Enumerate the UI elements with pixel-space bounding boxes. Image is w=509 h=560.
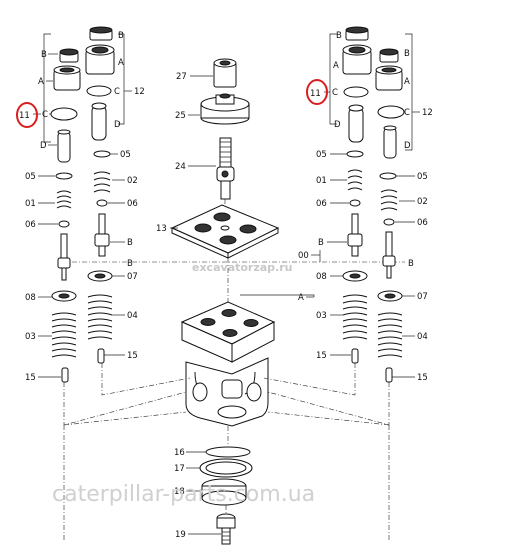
callout-lm-b2: B	[127, 259, 133, 269]
callout-left2-c: C	[114, 87, 120, 97]
part-24-joint	[216, 137, 235, 200]
left-middle-parts	[51, 150, 113, 383]
callout-25: 25	[175, 111, 186, 121]
callout-17: 17	[174, 464, 185, 474]
callout-left-c: C	[42, 110, 48, 120]
callout-24: 24	[175, 162, 186, 172]
left-second-stack	[85, 26, 115, 141]
callout-center-a: A	[298, 293, 304, 303]
highlight-circle-right-11	[306, 79, 328, 105]
callout-right-a: A	[333, 61, 339, 71]
callout-right2-d: D	[404, 141, 411, 151]
pump-body-housing	[180, 301, 276, 427]
callout-rm-15b: 15	[417, 373, 428, 383]
callout-left-12: 12	[134, 87, 145, 97]
left-upper-assembly	[50, 48, 81, 163]
right-second-stack	[375, 48, 405, 159]
callout-rm-15a: 15	[316, 351, 327, 361]
callout-lm-08: 08	[25, 293, 36, 303]
callout-lm-07: 07	[127, 272, 138, 282]
callout-lm-03: 03	[25, 332, 36, 342]
highlight-circle-left-11	[16, 102, 38, 128]
right-upper-assembly	[342, 26, 372, 143]
callout-rm-02: 02	[417, 197, 428, 207]
callout-right-c: C	[332, 88, 338, 98]
callout-13: 13	[156, 224, 167, 234]
callout-left-d: D	[40, 141, 47, 151]
callout-rm-07: 07	[417, 292, 428, 302]
callout-right-12: 12	[422, 108, 433, 118]
callout-rm-04: 04	[417, 332, 428, 342]
callout-rm-06b: 06	[417, 218, 428, 228]
callout-left2-d: D	[114, 120, 121, 130]
callout-rm-06a: 06	[316, 199, 327, 209]
callout-right-d: D	[334, 120, 341, 130]
callout-lm-06b: 06	[25, 220, 36, 230]
callout-left-a: A	[38, 77, 44, 87]
callout-lm-15a: 15	[127, 351, 138, 361]
watermark-top: excavatorzap.ru	[192, 261, 292, 274]
callout-rm-b1: B	[318, 238, 324, 248]
callout-27: 27	[176, 72, 187, 82]
part-25-disc	[200, 93, 250, 125]
part-17-seal	[199, 458, 253, 478]
callout-lm-06a: 06	[127, 199, 138, 209]
part-19-bolt	[216, 513, 236, 545]
callout-00: 00	[298, 251, 309, 261]
callout-lm-b1: B	[127, 238, 133, 248]
callout-left-11: 11	[19, 111, 30, 121]
callout-19: 19	[175, 530, 186, 540]
part-16-oring	[205, 446, 251, 458]
callout-rm-05b: 05	[417, 172, 428, 182]
callout-left2-b: B	[118, 31, 124, 41]
right-middle-parts	[342, 150, 403, 383]
callout-left-b: B	[41, 50, 47, 60]
callout-rm-05a: 05	[316, 150, 327, 160]
callout-right2-b: B	[404, 49, 410, 59]
callout-16: 16	[174, 448, 185, 458]
callout-rm-b2: B	[408, 259, 414, 269]
callout-right2-a: A	[404, 77, 410, 87]
callout-lm-01: 01	[25, 199, 36, 209]
callout-rm-03: 03	[316, 311, 327, 321]
callout-lm-04: 04	[127, 311, 138, 321]
callout-rm-08: 08	[316, 272, 327, 282]
callout-lm-15b: 15	[25, 373, 36, 383]
callout-lm-05a: 05	[120, 150, 131, 160]
part-13-plate	[170, 204, 280, 259]
part-18-cap	[201, 478, 247, 506]
callout-right-11: 11	[310, 89, 321, 99]
callout-lm-02: 02	[127, 176, 138, 186]
callout-rm-01: 01	[316, 176, 327, 186]
callout-right2-c: C	[404, 108, 410, 118]
watermark-bottom: caterpillar-parts.com.ua	[52, 482, 315, 507]
part-27-sleeve	[213, 58, 237, 88]
callout-right-b: B	[336, 31, 342, 41]
callout-lm-05b: 05	[25, 172, 36, 182]
callout-left2-a: A	[118, 58, 124, 68]
callout-18: 18	[174, 487, 185, 497]
